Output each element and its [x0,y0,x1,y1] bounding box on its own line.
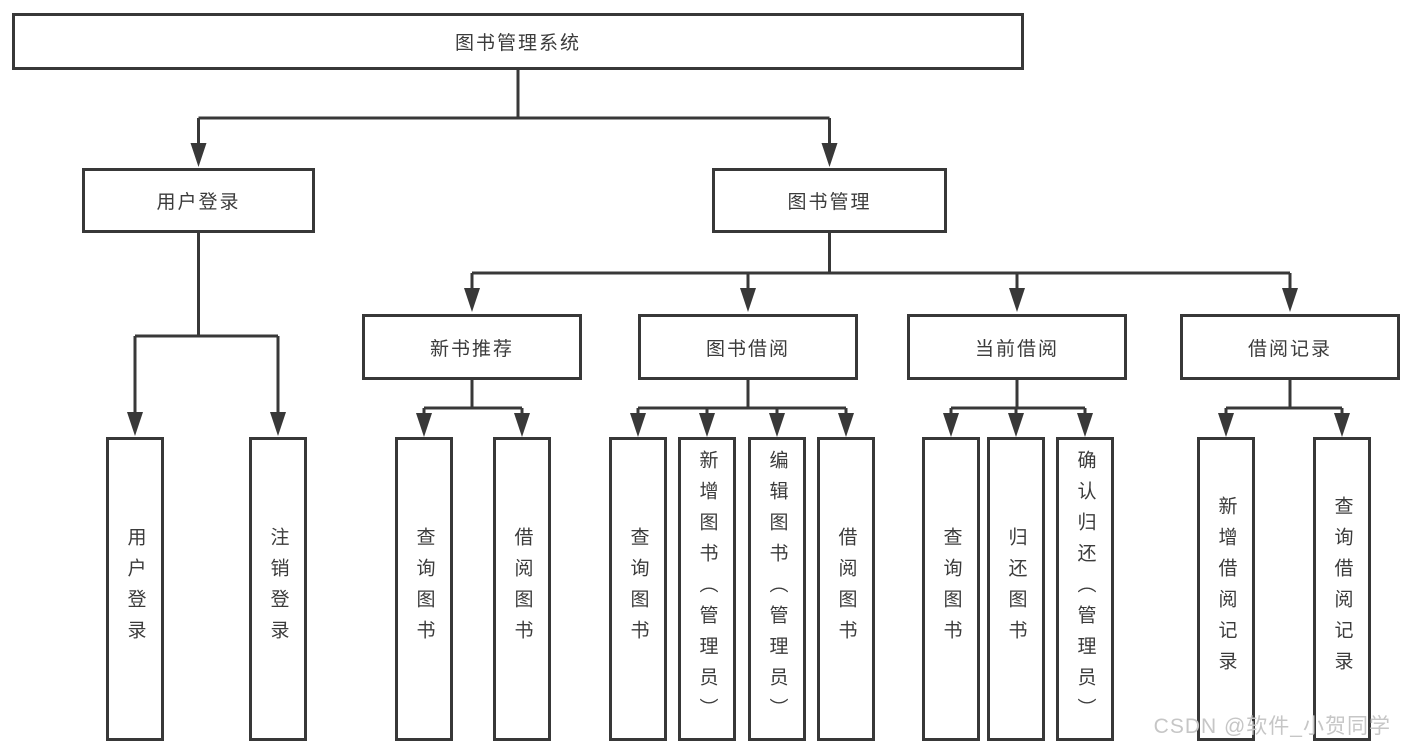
node-borrowing-records: 借阅记录 [1180,314,1400,380]
node-user-login: 用户登录 [82,168,315,233]
node-label: 用户登录 [124,527,146,651]
node-label: 图书管理系统 [454,33,581,54]
leaf-borrow-books: 借阅图书 [817,437,875,741]
node-label: 新书推荐 [429,338,514,360]
leaf-query-books-recommend: 查询图书 [395,437,453,741]
node-label: 图书借阅 [705,338,790,360]
leaf-query-borrow-record: 查询借阅记录 [1313,437,1371,741]
node-label: 注销登录 [267,527,289,651]
node-label: 查询图书 [627,527,649,651]
node-label: 确认归还（管理员） [1074,449,1096,729]
leaf-logout: 注销登录 [249,437,307,741]
watermark-text: CSDN @软件_小贺同学 [1153,715,1391,738]
node-label: 借阅记录 [1247,338,1332,360]
leaf-add-books-admin: 新增图书（管理员） [678,437,736,741]
leaf-edit-books-admin: 编辑图书（管理员） [748,437,806,741]
node-label: 归还图书 [1005,527,1027,651]
node-label: 借阅图书 [511,527,533,651]
node-label: 新增借阅记录 [1215,496,1237,682]
leaf-query-books-borrowing: 查询图书 [609,437,667,741]
node-label: 图书管理 [787,192,872,213]
node-label: 当前借阅 [974,338,1059,360]
node-book-borrowing: 图书借阅 [638,314,858,380]
leaf-borrow-books-recommend: 借阅图书 [493,437,551,741]
leaf-query-books-current: 查询图书 [922,437,980,741]
node-book-management: 图书管理 [712,168,947,233]
node-current-borrowing: 当前借阅 [907,314,1127,380]
node-root: 图书管理系统 [12,13,1024,70]
node-label: 查询图书 [940,527,962,651]
leaf-confirm-return-admin: 确认归还（管理员） [1056,437,1114,741]
leaf-return-books: 归还图书 [987,437,1045,741]
leaf-user-login: 用户登录 [106,437,164,741]
tree-edges [133,70,1344,414]
node-label: 借阅图书 [835,527,857,651]
node-label: 编辑图书（管理员） [766,449,788,729]
node-new-book-recommend: 新书推荐 [362,314,582,380]
node-label: 查询图书 [413,527,435,651]
node-label: 新增图书（管理员） [696,449,718,729]
node-label: 查询借阅记录 [1331,496,1353,682]
leaf-add-borrow-record: 新增借阅记录 [1197,437,1255,741]
node-label: 用户登录 [156,192,241,213]
